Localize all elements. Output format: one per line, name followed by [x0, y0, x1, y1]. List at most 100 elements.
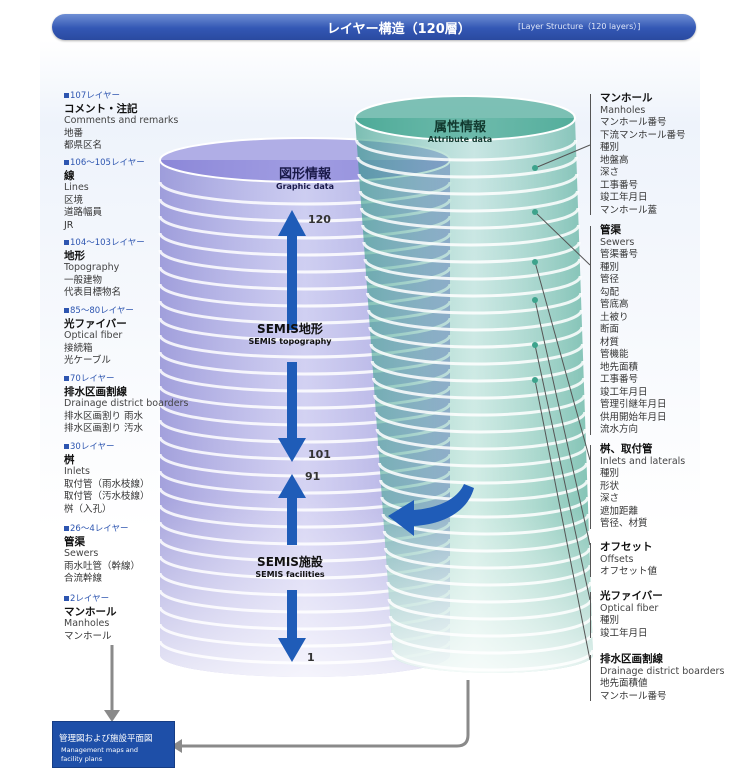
attribute-bracket	[590, 445, 591, 529]
layer-range: 2レイヤー	[64, 593, 117, 606]
attribute-item: マンホール蓋	[600, 204, 658, 216]
attribute-title-en: Inlets and laterals	[600, 455, 686, 467]
facilities-range-arrow	[278, 474, 306, 662]
attribute-title: マンホール	[600, 92, 653, 104]
attribute-title-en: Drainage district boarders	[600, 665, 725, 677]
layer-title: マンホール	[64, 605, 117, 618]
layer-item: 桝（入孔）	[64, 503, 112, 515]
attribute-layer-ring	[381, 513, 590, 536]
attribute-layer-ring	[359, 207, 580, 230]
layer-title-en: Inlets	[64, 466, 90, 477]
attribute-layer-ring	[388, 615, 594, 638]
semis-facilities-jp: SEMIS施設	[257, 555, 323, 569]
attribute-layer-ring	[363, 258, 582, 281]
layer-title: 桝	[64, 453, 75, 466]
graphic-data-label: 図形情報 Graphic data	[240, 163, 370, 191]
attribute-bracket	[590, 94, 591, 215]
layer-item: 排水区画割り 汚水	[64, 423, 144, 434]
attribute-item: 土被り	[600, 311, 629, 323]
layer-item: 地番	[64, 127, 84, 139]
attribute-item: 管渠番号	[600, 249, 639, 260]
layer-item: マンホール	[64, 630, 112, 642]
attribute-item: 種別	[600, 468, 620, 479]
layer-title-en: Comments and remarks	[64, 115, 179, 126]
attribute-item: 下流マンホール番号	[600, 129, 686, 141]
attribute-item: 管径、材質	[600, 518, 648, 529]
attribute-layer-ring	[371, 377, 586, 400]
attribute-layer-ring	[357, 173, 579, 196]
attribute-layer-ring	[358, 190, 579, 213]
attribute-title-en: Sewers	[600, 236, 635, 248]
attribute-item: 地先面積値	[600, 678, 648, 689]
leader-lines	[534, 144, 591, 661]
layer-title-en: Sewers	[64, 548, 99, 559]
attribute-bracket	[590, 592, 591, 638]
attribute-layer-ring	[380, 496, 590, 519]
attribute-layer-ring	[379, 479, 589, 502]
attribute-layer-ring	[383, 547, 591, 570]
attribute-item: 勾配	[600, 286, 620, 298]
attribute-layer-ring	[364, 275, 582, 298]
attribute-layer-ring	[374, 411, 587, 434]
layer-number-91: 91	[305, 470, 321, 483]
layer-title-en: Optical fiber	[64, 330, 123, 341]
layer-item: 道路幅員	[64, 207, 103, 218]
attribute-item: 地盤高	[600, 154, 629, 166]
layer-item: 合流幹線	[64, 573, 103, 584]
attribute-item: 深さ	[600, 167, 620, 178]
graphic-data-en: Graphic data	[276, 182, 334, 191]
attribute-bracket	[590, 226, 591, 435]
attribute-item: 遮加距離	[600, 505, 639, 517]
attribute-item: 工事番号	[600, 374, 639, 385]
layer-title: 光ファイバー	[64, 317, 127, 330]
leader-dots	[532, 165, 538, 383]
attribute-data-cylinder	[354, 95, 595, 673]
attribute-title: 桝、取付管	[600, 443, 653, 455]
layer-item: 都県区名	[64, 140, 103, 151]
layer-item: 取付管（雨水枝線）	[64, 478, 150, 490]
attribute-layer-ring	[361, 224, 581, 247]
layer-item: 一般建物	[64, 274, 103, 286]
semis-facilities-en: SEMIS facilities	[255, 570, 325, 579]
layer-title: 管渠	[64, 535, 85, 548]
attribute-layer-ring	[367, 309, 583, 332]
attribute-title-en: Optical fiber	[600, 602, 659, 614]
layer-range: 30レイヤー	[64, 441, 150, 454]
layer-title-en: Lines	[64, 182, 89, 193]
attribute-layer-ring	[355, 139, 578, 162]
attribute-layer-ring	[365, 292, 583, 315]
management-maps-box: 管理図および施設平面図 Management maps and facility…	[52, 721, 175, 768]
attribute-title-en: Offsets	[600, 553, 634, 565]
footer-jp: 管理図および施設平面図	[59, 734, 153, 744]
layer-range: 85～80レイヤー	[64, 305, 134, 318]
attribute-layer-ring	[370, 360, 585, 383]
header-title: レイヤー構造（120層）	[327, 22, 471, 37]
attribute-data-label: 属性情報 Attribute data	[405, 116, 515, 144]
layer-number-101: 101	[308, 448, 331, 461]
attribute-data-en: Attribute data	[427, 135, 493, 144]
layer-item: 区境	[64, 194, 84, 206]
layer-title-en: Manholes	[64, 618, 110, 629]
layer-item: 取付管（汚水枝線）	[64, 491, 150, 502]
attribute-layer-ring	[369, 343, 585, 366]
attribute-layer-ring	[376, 445, 588, 468]
layer-range: 70レイヤー	[64, 373, 188, 386]
attribute-item: マンホール番号	[600, 690, 667, 702]
attribute-item: 種別	[600, 615, 620, 626]
attribute-data-jp: 属性情報	[433, 120, 486, 135]
layer-item: 代表目標物名	[64, 287, 122, 298]
attribute-title: 光ファイバー	[600, 590, 663, 602]
attribute-item: 竣工年月日	[600, 627, 648, 639]
attribute-item: 管理引継年月日	[600, 399, 667, 410]
